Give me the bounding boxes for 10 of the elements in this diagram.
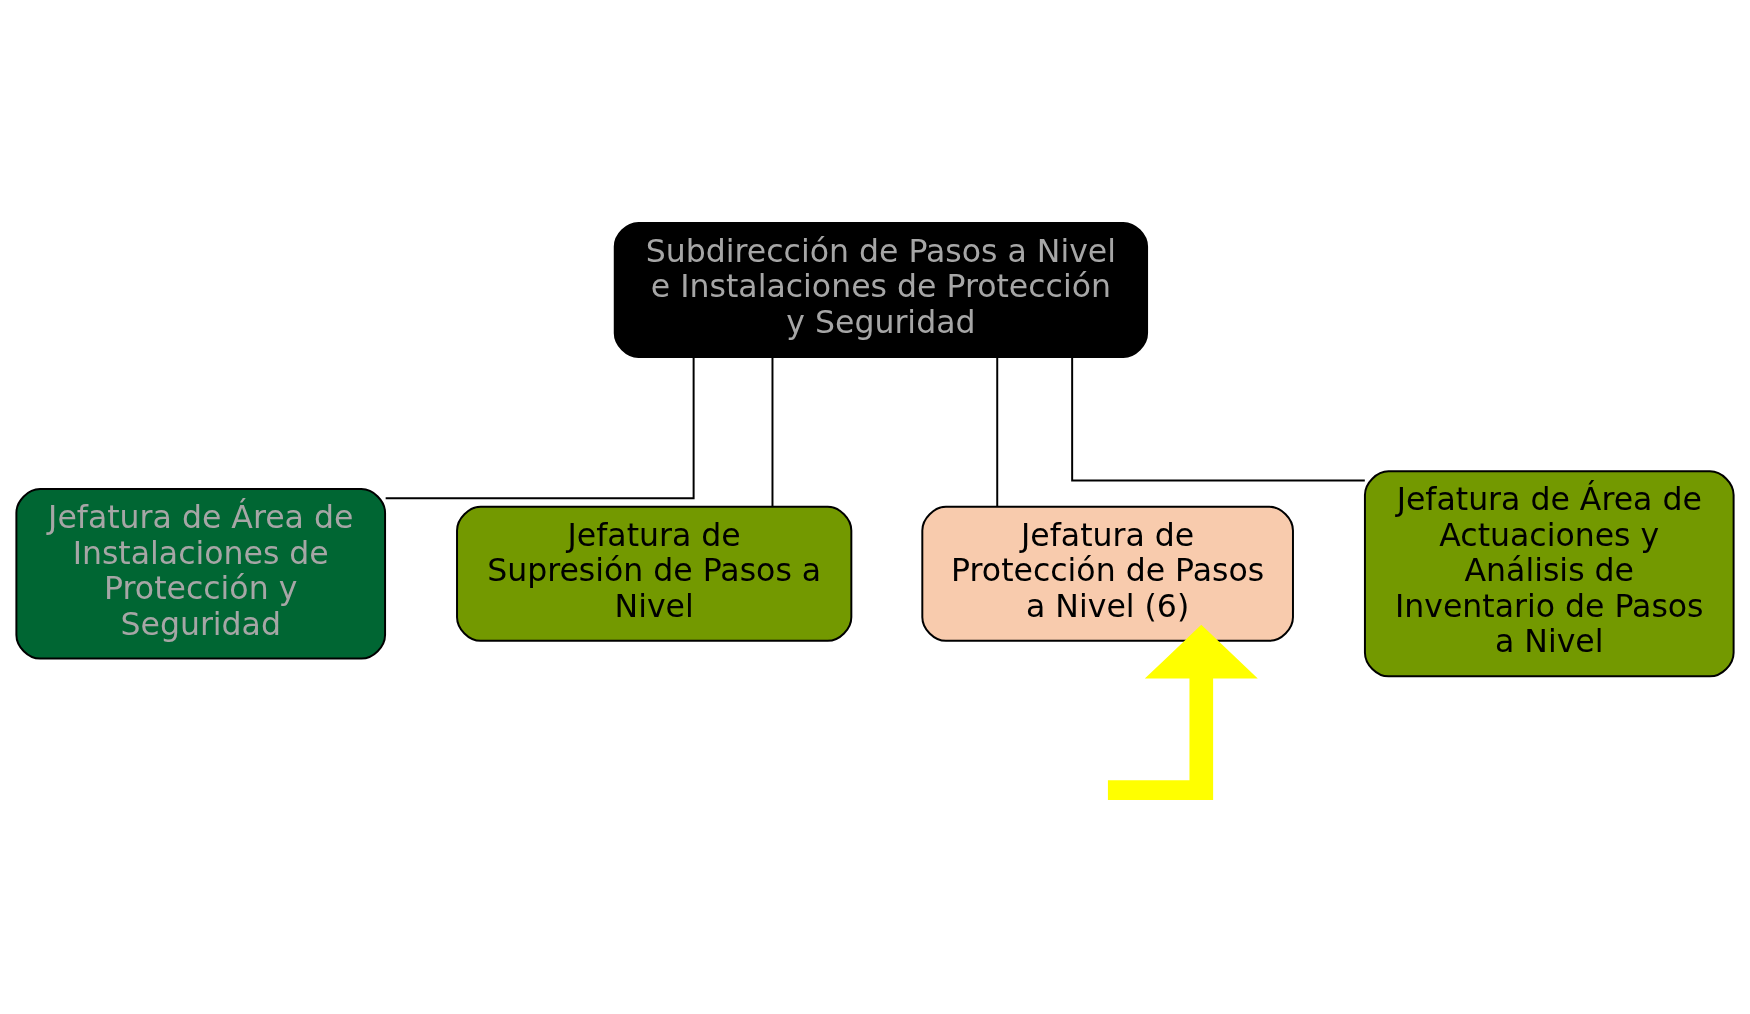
node-box: Jefatura de Protección de Pasos a Nivel (6) <box>921 505 1294 642</box>
connector <box>384 355 695 499</box>
arrow <box>1107 624 1258 800</box>
node-box: Jefatura de Supresión de Pasos a Nivel <box>456 505 853 642</box>
node-box: Jefatura de Área de Actuaciones y Análisis de Inventario de Pasos a Nivel <box>1363 469 1735 677</box>
node-box: Subdirección de Pasos a Nivel e Instalaciones de Protección y Seguridad <box>613 221 1149 358</box>
connector <box>996 355 999 507</box>
node-box: Jefatura de Área de Instalaciones de Protección y Seguridad <box>15 487 387 660</box>
connector <box>771 355 774 507</box>
connector <box>1071 355 1366 482</box>
